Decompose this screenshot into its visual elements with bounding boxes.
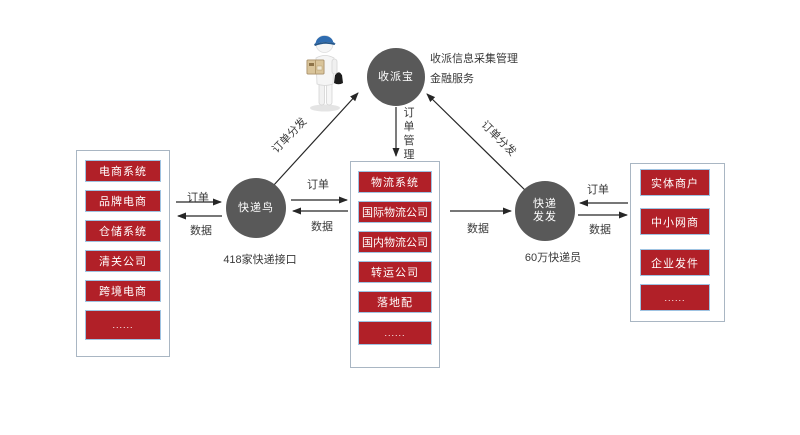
- node-kuaidiniao: 快递鸟: [226, 178, 286, 238]
- left-item-brand-ecommerce: 品牌电商: [85, 190, 161, 212]
- center-item-domestic-logistics: 国内物流公司: [358, 231, 432, 253]
- arrow-dispatch-kuaidifafa-to-shoupaibao: [426, 93, 528, 193]
- edge-label-data-mid: 数据: [311, 221, 333, 233]
- shoupaibao-note-info-management: 收派信息采集管理: [430, 53, 518, 65]
- left-item-customs-company: 清关公司: [85, 250, 161, 272]
- node-kuaidiniao-label: 快递鸟: [238, 201, 274, 214]
- left-item-ellipsis: ......: [85, 310, 161, 340]
- center-item-intl-logistics: 国际物流公司: [358, 201, 432, 223]
- shoupaibao-note-finance: 金融服务: [430, 73, 474, 85]
- kuaidiniao-caption: 418家快递接口: [223, 254, 297, 266]
- edge-label-data-center-right: 数据: [467, 223, 489, 235]
- edge-label-data-right: 数据: [589, 224, 611, 236]
- edge-label-order-right: 订单: [587, 184, 609, 196]
- node-kuaidifafa-label-line2: 发发: [533, 211, 557, 223]
- edge-label-order-management: 订单管理: [403, 107, 415, 161]
- node-shoupaibao: 收派宝: [367, 48, 425, 106]
- right-item-physical-merchant: 实体商户: [640, 169, 710, 196]
- courier-person-icon: [306, 35, 343, 112]
- node-kuaidifafa-label-line1: 快递: [533, 198, 557, 210]
- right-item-enterprise-shipping: 企业发件: [640, 249, 710, 276]
- center-item-ellipsis: ......: [358, 321, 432, 345]
- kuaidifafa-caption: 60万快递员: [524, 252, 582, 264]
- center-item-logistics-system: 物流系统: [358, 171, 432, 193]
- edge-label-order-left: 订单: [187, 192, 209, 204]
- center-item-lastmile: 落地配: [358, 291, 432, 313]
- node-shoupaibao-label: 收派宝: [378, 70, 414, 83]
- node-kuaidifafa: 快递 发发: [515, 181, 575, 241]
- center-item-transfer-company: 转运公司: [358, 261, 432, 283]
- left-item-crossborder-ecommerce: 跨境电商: [85, 280, 161, 302]
- edge-label-data-left: 数据: [190, 225, 212, 237]
- edge-label-order-mid: 订单: [307, 179, 329, 191]
- left-item-warehouse-system: 仓储系统: [85, 220, 161, 242]
- right-item-sme-online-merchant: 中小网商: [640, 208, 710, 235]
- left-item-ecommerce-system: 电商系统: [85, 160, 161, 182]
- right-item-ellipsis: ......: [640, 284, 710, 311]
- arrow-dispatch-kuaidiniao-to-shoupaibao: [272, 92, 359, 187]
